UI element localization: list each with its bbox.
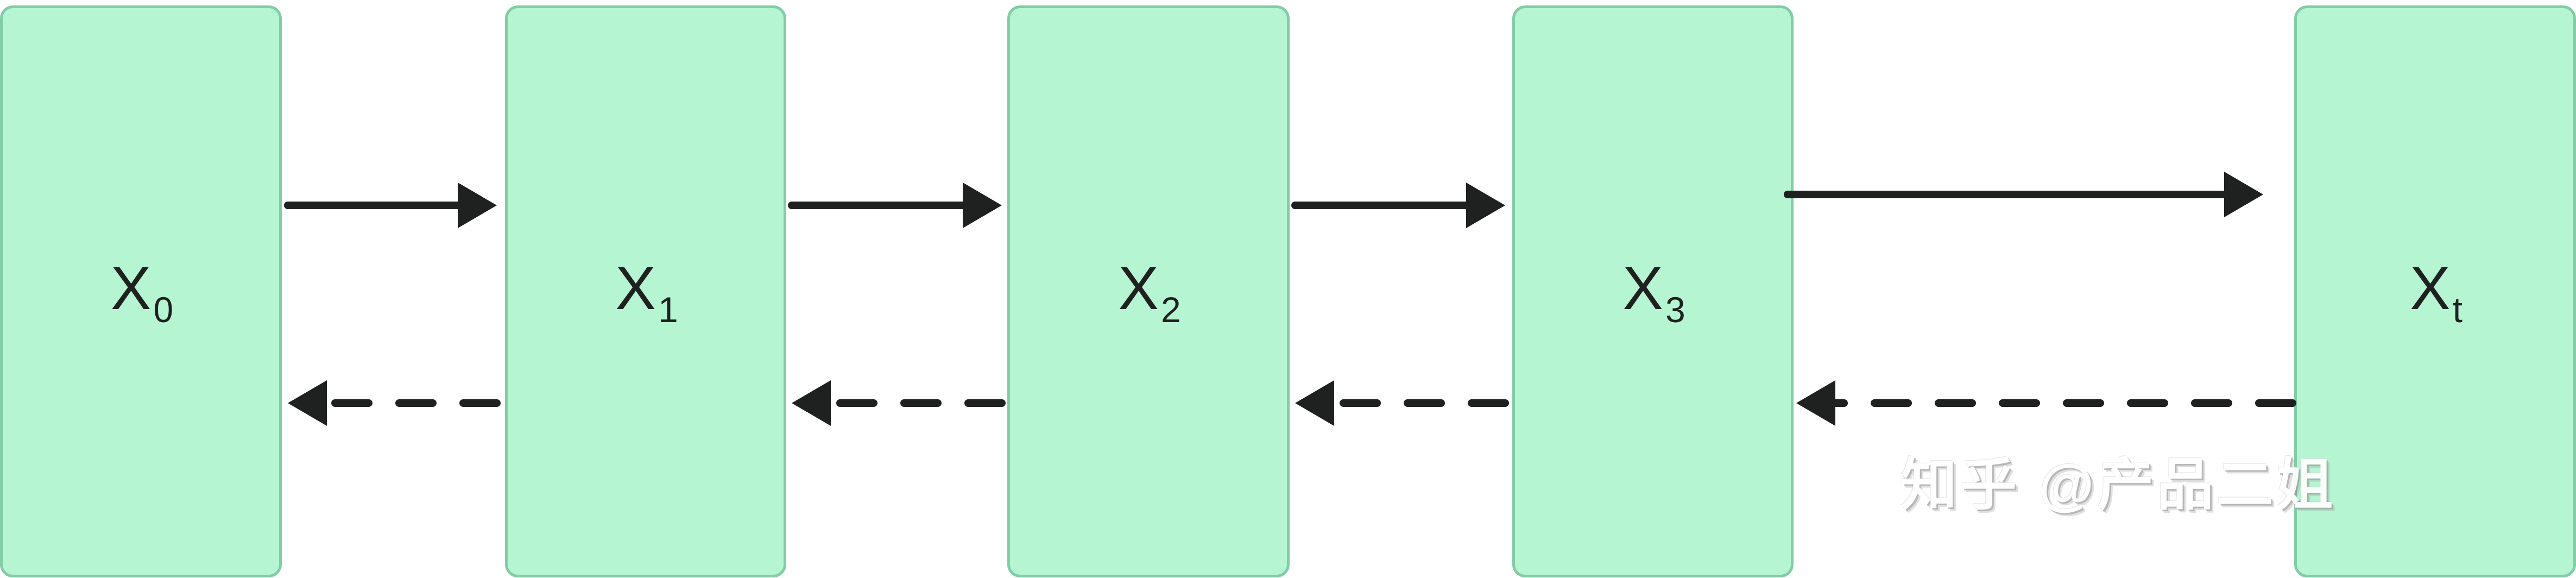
arrowhead-right-icon — [963, 183, 1002, 228]
edge-x3-to-xt — [1784, 172, 2263, 217]
state-node-xt[interactable]: Xt — [2294, 5, 2576, 577]
state-base-x0: X — [110, 254, 151, 322]
state-subscript-xt: t — [2452, 289, 2463, 330]
state-node-x3[interactable]: X3 — [1512, 5, 1794, 577]
edge-x1-to-x0 — [288, 380, 501, 426]
edge-x2-to-x3 — [1291, 183, 1505, 228]
arrowhead-right-icon — [2224, 172, 2263, 217]
edge-x3-to-x2 — [1295, 380, 1509, 426]
state-subscript-x0: 0 — [153, 289, 174, 330]
state-label-xt: Xt — [2410, 257, 2463, 328]
arrowhead-right-icon — [458, 183, 497, 228]
arrowhead-left-icon — [1295, 380, 1334, 426]
edge-xt-to-x3 — [1796, 380, 2296, 426]
state-label-x2: X2 — [1118, 257, 1180, 328]
state-label-x0: X0 — [111, 257, 173, 328]
state-subscript-x2: 2 — [1160, 289, 1181, 330]
state-base-x1: X — [615, 254, 656, 322]
watermark-text: 知乎 @产品二姐 — [1901, 454, 2337, 517]
state-label-x1: X1 — [615, 257, 678, 328]
state-node-x1[interactable]: X1 — [505, 5, 786, 577]
state-subscript-x3: 3 — [1665, 289, 1685, 330]
arrowhead-left-icon — [288, 380, 327, 426]
state-base-x3: X — [1622, 254, 1663, 322]
arrowhead-right-icon — [1466, 183, 1505, 228]
state-node-x0[interactable]: X0 — [0, 5, 282, 577]
edge-x2-to-x1 — [792, 380, 1006, 426]
state-base-x2: X — [1118, 254, 1159, 322]
state-base-xt: X — [2409, 254, 2451, 322]
state-subscript-x1: 1 — [658, 289, 678, 330]
edge-x0-to-x1 — [284, 183, 497, 228]
state-label-x3: X3 — [1622, 257, 1685, 328]
arrowhead-left-icon — [792, 380, 831, 426]
state-node-x2[interactable]: X2 — [1007, 5, 1290, 577]
arrowhead-left-icon — [1796, 380, 1835, 426]
edge-x1-to-x2 — [788, 183, 1002, 228]
